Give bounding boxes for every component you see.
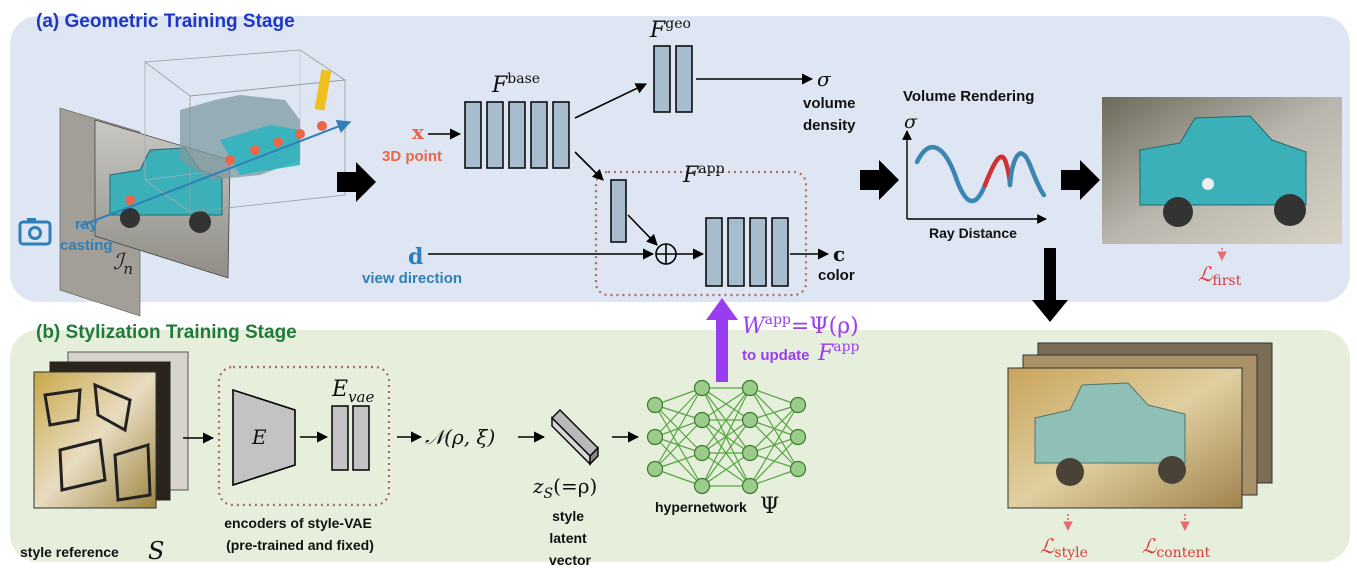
vr-sigma-axis: σ bbox=[904, 111, 918, 133]
hypernetwork-node bbox=[789, 396, 807, 414]
feature-to-oplus-arrow bbox=[627, 214, 658, 246]
camera-icon bbox=[18, 218, 52, 246]
f-base-label: Fbase bbox=[491, 71, 540, 98]
volume-rendering-title: Volume Rendering bbox=[903, 88, 1034, 105]
hypernetwork-node bbox=[741, 477, 759, 495]
hypernetwork-edge bbox=[749, 436, 799, 487]
e-vae-label: Evae bbox=[331, 377, 374, 406]
encoders-label: encoders of style-VAE (pre-trained and f… bbox=[224, 515, 375, 553]
loss-first: ℒfirst bbox=[1198, 262, 1242, 289]
hypernetwork-node bbox=[693, 477, 711, 495]
f-app-label: Fapp bbox=[682, 161, 725, 188]
big-arrow-1 bbox=[337, 162, 376, 202]
stage-a-title: (a) Geometric Training Stage bbox=[36, 11, 295, 32]
view-direction-label: view direction bbox=[362, 270, 462, 287]
hypernetwork-node bbox=[646, 460, 664, 478]
hypernetwork-node bbox=[789, 460, 807, 478]
truck-photo bbox=[59, 107, 231, 317]
e-vae-network bbox=[331, 405, 370, 471]
hypernetwork-graph bbox=[646, 379, 807, 495]
oplus-icon bbox=[655, 243, 677, 265]
base-to-app-arrow bbox=[574, 151, 604, 181]
to-update-label: to update Fapp bbox=[742, 339, 860, 366]
rendered-photo bbox=[1102, 97, 1342, 244]
f-app-network bbox=[705, 217, 789, 287]
ray-sample-points bbox=[125, 121, 327, 205]
hypernetwork-node bbox=[741, 379, 759, 397]
hypernetwork-edge bbox=[701, 387, 751, 421]
hypernetwork-node bbox=[693, 411, 711, 429]
d-symbol: d bbox=[408, 244, 423, 270]
hypernetwork-edge bbox=[654, 419, 703, 470]
point-3d-label: 3D point bbox=[382, 148, 442, 165]
hypernetwork-node bbox=[789, 428, 807, 446]
hypernetwork-edge bbox=[701, 387, 751, 454]
hypernetwork-edge bbox=[749, 387, 799, 406]
ray-casting-label: ray casting bbox=[60, 216, 113, 254]
volume-density-label: volume density bbox=[803, 95, 860, 134]
hypernetwork-edge bbox=[701, 419, 751, 487]
f-app-box bbox=[594, 170, 808, 297]
hypernetwork-edge bbox=[749, 404, 799, 454]
encoder-e-label: E bbox=[251, 425, 267, 449]
hypernetwork-edge bbox=[654, 452, 703, 470]
hypernetwork-node bbox=[741, 444, 759, 462]
hypernetwork-edge bbox=[654, 468, 703, 487]
s-symbol: S bbox=[148, 537, 164, 565]
big-arrow-2 bbox=[860, 160, 899, 200]
f-base-network bbox=[464, 101, 570, 169]
hypernetwork-edge bbox=[701, 387, 751, 487]
style-latent-vector-label: style latent vector bbox=[549, 508, 592, 568]
encoder-box bbox=[217, 365, 391, 507]
hypernetwork-edge bbox=[701, 452, 751, 487]
stage-b-title: (b) Stylization Training Stage bbox=[36, 322, 297, 343]
psi-symbol: Ψ bbox=[760, 494, 779, 519]
purple-update-arrow bbox=[706, 298, 738, 382]
ray-distance-label: Ray Distance bbox=[929, 225, 1017, 241]
f-geo-label: Fgeo bbox=[649, 16, 691, 43]
hypernetwork-edge bbox=[654, 387, 703, 438]
stylized-truck-photo bbox=[1007, 342, 1273, 509]
latent-vector-icon bbox=[551, 409, 599, 466]
hypernetwork-node bbox=[646, 396, 664, 414]
base-to-geo-arrow bbox=[574, 83, 648, 119]
style-painting bbox=[33, 351, 189, 509]
color-label: color bbox=[818, 267, 855, 284]
big-arrow-3 bbox=[1061, 160, 1100, 200]
zs-label: zS(=ρ) bbox=[532, 474, 597, 502]
w-app-label: Wapp=Ψ(ρ) bbox=[742, 312, 859, 339]
normal-distribution: 𝒩(ρ, ξ) bbox=[425, 425, 495, 449]
big-arrow-down bbox=[1032, 248, 1068, 322]
hypernetwork-edge bbox=[749, 404, 799, 421]
hypernetwork-edge bbox=[749, 404, 799, 487]
loss-style: ℒstyle bbox=[1040, 534, 1088, 561]
vr-curve-tail bbox=[1007, 151, 1047, 198]
hypernetwork-node bbox=[741, 411, 759, 429]
vr-curve bbox=[914, 145, 988, 204]
c-output: c bbox=[833, 242, 845, 266]
ray-line bbox=[79, 119, 352, 227]
hypernetwork-edge bbox=[654, 387, 703, 406]
encoder-e-shape bbox=[232, 388, 296, 487]
loss-content: ℒcontent bbox=[1142, 534, 1211, 561]
hypernetwork-edge bbox=[654, 387, 703, 470]
style-reference-label: style reference bbox=[20, 544, 119, 560]
sigma-output: σ bbox=[817, 67, 832, 91]
hypernetwork-node bbox=[646, 428, 664, 446]
hypernetwork-node bbox=[693, 379, 711, 397]
hypernetwork-edge bbox=[749, 468, 799, 487]
x-symbol: x bbox=[412, 120, 425, 144]
hypernetwork-label: hypernetwork bbox=[655, 499, 747, 515]
f-geo-network bbox=[653, 45, 693, 113]
hypernetwork-node bbox=[693, 444, 711, 462]
f-app-feature-layer bbox=[610, 179, 627, 243]
